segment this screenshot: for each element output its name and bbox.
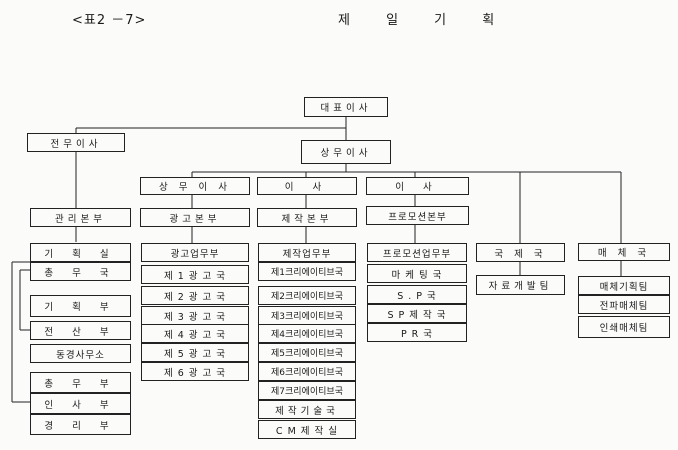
admin-dept-box: 동경사무소 [30, 344, 131, 363]
promotion-dept-box: P R 국 [367, 323, 467, 342]
production-division-exec-box: 이 사 [257, 177, 357, 195]
promotion-hq-box: 프로모션본부 [366, 206, 469, 225]
promotion-division-exec-box: 이 사 [366, 177, 469, 195]
admin-dept-box: 전 산 부 [30, 321, 131, 340]
ceo-box: 대표이사 [304, 97, 388, 117]
promotion-dept-box: 마 케 팅 국 [367, 264, 467, 283]
international-dept-box: 국 제 국 [476, 243, 565, 262]
admin-dept-box: 인 사 부 [30, 393, 131, 414]
ad-dept-box: 제 3 광 고 국 [141, 306, 249, 325]
admin-dept-box: 총 무 부 [30, 372, 131, 393]
media-team-box: 매체기획팀 [578, 276, 670, 295]
admin-dept-box: 기 획 부 [30, 295, 131, 317]
production-dept-box: 제3크리에이티브국 [258, 306, 356, 325]
production-dept-box: 제6크리에이티브국 [258, 362, 356, 381]
production-dept-box: 제1크리에이티브국 [258, 262, 356, 281]
media-dept-box: 매 체 국 [578, 243, 670, 261]
production-hq-box: 제작본부 [257, 208, 357, 227]
ad-dept-box: 제 1 광 고 국 [141, 265, 249, 284]
promotion-dept-box: 프로모션업무부 [367, 243, 467, 262]
production-dept-box: 제4크리에이티브국 [258, 324, 356, 343]
production-dept-box: 제7크리에이티브국 [258, 381, 356, 400]
admin-dept-box: 경 리 부 [30, 414, 131, 435]
production-dept-box: 제2크리에이티브국 [258, 286, 356, 305]
ad-hq-box: 광고본부 [140, 208, 250, 227]
production-dept-box: C M 제 작 실 [258, 420, 356, 439]
ad-dept-box: 제 4 광 고 국 [141, 324, 249, 343]
managing-director-box: 상무이사 [301, 140, 391, 164]
promotion-dept-box: S . P 국 [367, 285, 467, 304]
media-team-box: 인쇄매체팀 [578, 316, 670, 338]
chart-title: 제 일 기 획 [338, 13, 511, 28]
ad-division-exec-box: 상 무 이 사 [140, 177, 250, 195]
data-development-team-box: 자료개발팀 [476, 275, 565, 295]
admin-dept-box: 총 무 국 [30, 262, 131, 281]
senior-managing-director-box: 전무이사 [27, 133, 125, 152]
production-dept-box: 제5크리에이티브국 [258, 343, 356, 362]
ad-dept-box: 제 6 광 고 국 [141, 362, 249, 381]
admin-hq-box: 관리본부 [30, 208, 131, 227]
production-dept-box: 제작기술국 [258, 400, 356, 419]
admin-dept-box: 기 획 실 [30, 243, 131, 262]
ad-dept-box: 제 2 광 고 국 [141, 286, 249, 305]
production-dept-box: 제작업무부 [258, 243, 356, 262]
ad-dept-box: 제 5 광 고 국 [141, 343, 249, 362]
ad-dept-box: 광고업무부 [141, 243, 249, 262]
table-caption: <표2 －7> [72, 13, 147, 28]
promotion-dept-box: S P 제 작 국 [367, 304, 467, 323]
media-team-box: 전파매체팀 [578, 295, 670, 314]
